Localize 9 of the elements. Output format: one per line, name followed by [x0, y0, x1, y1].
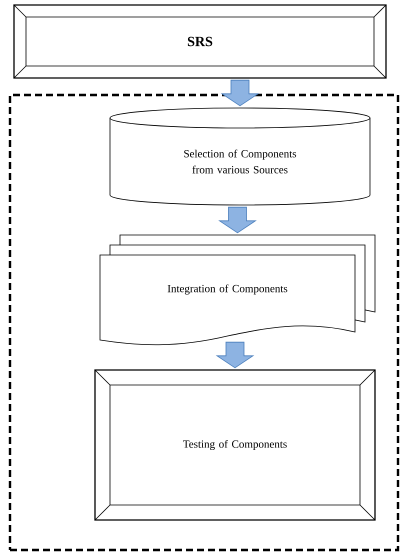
database-cylinder: Selection of Components from various Sources	[110, 108, 370, 206]
document-stack: Integration of Components	[100, 234, 376, 346]
block-arrow	[218, 206, 257, 234]
block-arrow	[220, 80, 260, 106]
bevel-box: SRS	[13, 4, 387, 79]
bevel-box: Testing of Components	[94, 369, 376, 521]
dashed-frame	[8, 94, 400, 552]
node-label: Selection of Components from various Sources	[184, 150, 296, 174]
block-arrow	[216, 342, 254, 368]
